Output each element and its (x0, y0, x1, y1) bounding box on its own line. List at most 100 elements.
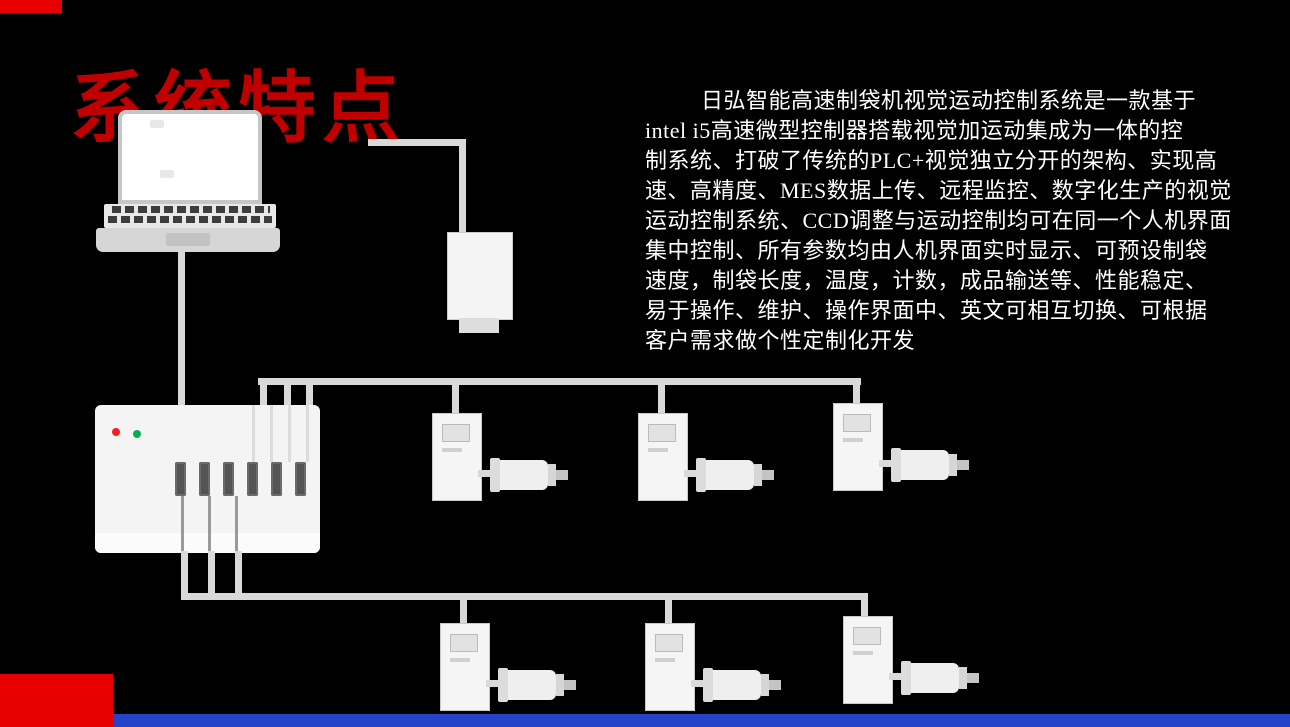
motor-cap (761, 674, 769, 696)
drive-slot (853, 651, 873, 655)
motor-flange (490, 458, 500, 492)
corner-accent (0, 0, 62, 13)
servo-drive-2 (638, 413, 688, 501)
servo-motor-1 (490, 458, 570, 492)
bus-wire-bottom (181, 593, 868, 600)
motor-shaft (769, 680, 781, 690)
motor-body (713, 670, 761, 700)
screen-watermark-icon (160, 170, 174, 178)
description-paragraph: 日弘智能高速制袋机视觉运动控制系统是一款基于 intel i5高速微型控制器搭载… (645, 86, 1285, 356)
motor-shaft (556, 470, 568, 480)
servo-motor-4 (498, 668, 578, 702)
io-connector-slot (223, 462, 234, 496)
internal-trace (252, 405, 255, 462)
cable-drive-motor-5 (691, 680, 705, 687)
branch-wire-drive-6 (861, 593, 868, 619)
servo-motor-2 (696, 458, 776, 492)
laptop-screen (118, 110, 262, 204)
internal-trace (288, 405, 291, 462)
cable-drive-motor-3 (879, 460, 893, 467)
motor-flange (498, 668, 508, 702)
laptop-trackpad (166, 233, 210, 246)
ccd-camera (447, 232, 513, 320)
internal-trace (270, 405, 273, 462)
motor-body (508, 670, 556, 700)
branch-wire-drive-3 (853, 378, 860, 406)
drive-display (843, 414, 871, 432)
motor-flange (891, 448, 901, 482)
io-connector-slot (295, 462, 306, 496)
motor-cap (949, 454, 957, 476)
description-line: 易于操作、维护、操作界面中、英文可相互切换、可根据 (645, 298, 1208, 323)
motor-shaft (967, 673, 979, 683)
laptop-keys-row (112, 206, 270, 213)
motor-shaft (762, 470, 774, 480)
footer-blue-bar (113, 714, 1290, 727)
drive-slot (843, 438, 863, 442)
description-line: 集中控制、所有参数均由人机界面实时显示、可预设制袋 (645, 238, 1208, 263)
cable-drive-motor-1 (478, 470, 492, 477)
servo-drive-6 (843, 616, 893, 704)
description-line: 日弘智能高速制袋机视觉运动控制系统是一款基于 (701, 88, 1197, 113)
cable-camera-vertical (459, 139, 466, 234)
io-connector-slot (247, 462, 258, 496)
drive-slot (648, 448, 668, 452)
internal-trace (181, 496, 184, 553)
motor-cap (548, 464, 556, 486)
description-line: 速度，制袋长度，温度，计数，成品输送等、性能稳定、 (645, 268, 1208, 293)
servo-drive-3 (833, 403, 883, 491)
motor-body (706, 460, 754, 490)
internal-trace (235, 496, 238, 553)
drive-display (442, 424, 470, 442)
cable-drive-motor-6 (889, 673, 903, 680)
bus-wire-top (258, 378, 861, 385)
drive-display (655, 634, 683, 652)
branch-wire-drive-4 (460, 593, 467, 626)
servo-drive-4 (440, 623, 490, 711)
description-line: 制系统、打破了传统的PLC+视觉独立分开的架构、实现高 (645, 148, 1218, 173)
servo-drive-1 (432, 413, 482, 501)
motor-flange (696, 458, 706, 492)
servo-motor-3 (891, 448, 971, 482)
motor-cap (556, 674, 564, 696)
cable-drive-motor-4 (486, 680, 500, 687)
drive-slot (450, 658, 470, 662)
servo-drive-5 (645, 623, 695, 711)
motor-cap (754, 464, 762, 486)
motor-shaft (564, 680, 576, 690)
internal-trace (208, 496, 211, 553)
branch-wire-drive-2 (658, 378, 665, 416)
branch-wire-drive-5 (665, 593, 672, 626)
motor-cap (959, 667, 967, 689)
laptop-base (96, 228, 280, 252)
branch-wire-drive-1 (452, 378, 459, 416)
drive-display (450, 634, 478, 652)
footer-red-block (0, 674, 113, 727)
servo-motor-5 (703, 668, 783, 702)
drive-display (853, 627, 881, 645)
drive-slot (655, 658, 675, 662)
status-led-green (133, 430, 141, 438)
motion-controller (95, 405, 320, 553)
io-connector-slot (271, 462, 282, 496)
controller-top-stub (284, 378, 291, 408)
screen-watermark-icon (150, 120, 164, 128)
description-line: 运动控制系统、CCD调整与运动控制均可在同一个人机界面 (645, 208, 1232, 233)
io-connector-slot (175, 462, 186, 496)
power-led-red (112, 428, 120, 436)
motor-flange (901, 661, 911, 695)
controller-bottom-stub (208, 551, 215, 600)
io-connector-slot (199, 462, 210, 496)
controller-top-stub (306, 378, 313, 408)
motor-body (911, 663, 959, 693)
description-line: 客户需求做个性定制化开发 (645, 328, 916, 353)
controller-bottom-strip (95, 533, 320, 553)
controller-bottom-stub (235, 551, 242, 600)
cable-laptop-controller (178, 252, 185, 407)
controller-top-stub (260, 378, 267, 408)
description-line: intel i5高速微型控制器搭载视觉加运动集成为一体的控 (645, 118, 1184, 143)
motor-body (901, 450, 949, 480)
internal-trace (306, 405, 309, 462)
drive-slot (442, 448, 462, 452)
